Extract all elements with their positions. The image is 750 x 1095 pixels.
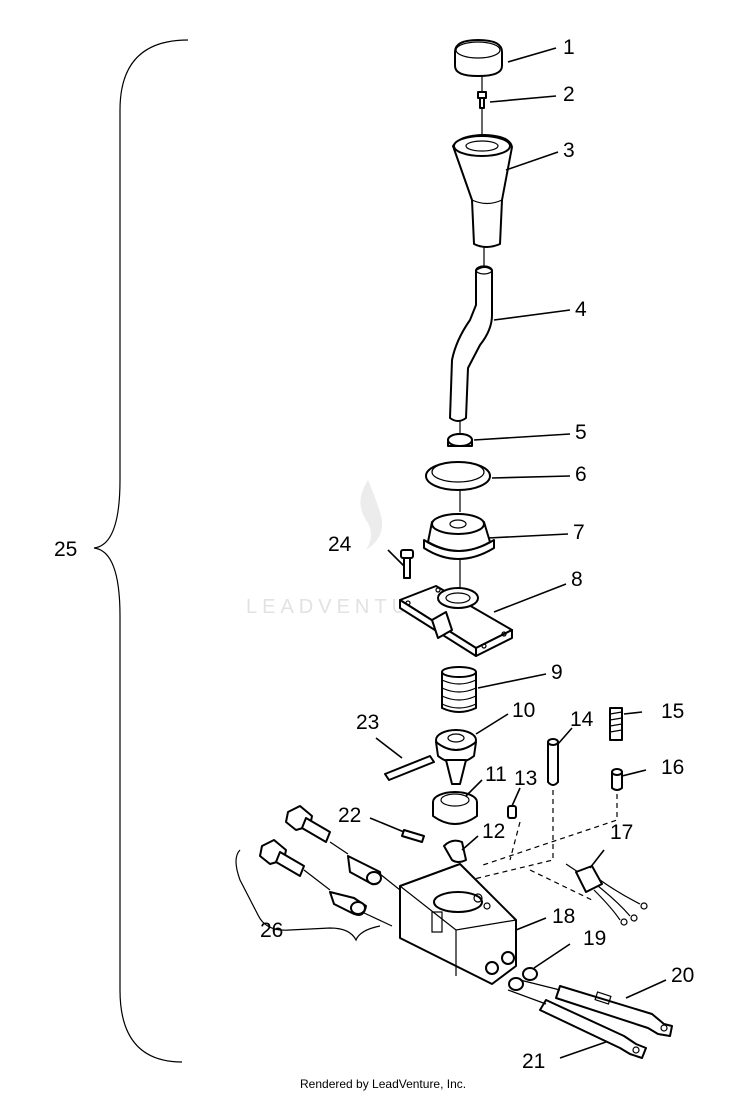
part-16-plunger [611, 768, 623, 791]
callout-22: 22 [338, 804, 361, 827]
callout-11: 11 [485, 763, 507, 786]
callout-13: 13 [514, 767, 537, 790]
callout-2: 2 [563, 83, 575, 106]
callout-26: 26 [260, 919, 283, 942]
callout-20: 20 [671, 964, 694, 987]
part-18-housing [399, 863, 517, 985]
part-2-screw [477, 91, 487, 109]
part-10-pivot [435, 729, 477, 785]
part-12-cam [443, 839, 467, 863]
callout-4: 4 [575, 298, 587, 321]
callout-7: 7 [573, 521, 585, 544]
part-14-dowel [547, 738, 559, 786]
callout-1: 1 [563, 36, 575, 59]
callout-23: 23 [356, 711, 379, 734]
callout-16: 16 [661, 756, 684, 779]
footer-credit: Rendered by LeadVenture, Inc. [300, 1077, 466, 1091]
part-4-shift-lever [449, 265, 493, 422]
callout-8: 8 [571, 568, 583, 591]
callout-numbers: 1 2 3 4 5 6 7 8 9 10 11 12 13 14 15 16 1… [54, 36, 694, 1073]
part-22-pin [401, 829, 425, 843]
part-23-pin [384, 755, 435, 781]
callout-10: 10 [512, 699, 535, 722]
callout-17: 17 [610, 821, 633, 844]
part-11-collar [432, 791, 478, 825]
part-9-spring [441, 666, 477, 713]
callout-5: 5 [575, 421, 587, 444]
callout-6: 6 [575, 463, 587, 486]
callout-15: 15 [661, 700, 684, 723]
callout-14: 14 [570, 708, 594, 731]
callout-12: 12 [482, 820, 505, 843]
part-20-rod [555, 985, 673, 1037]
callout-19: 19 [583, 927, 606, 950]
brace-26 [235, 849, 381, 942]
watermark-text: LEADVENTURE [246, 596, 449, 618]
part-15-spring [609, 707, 623, 741]
watermark: LEADVENTURE [246, 480, 449, 618]
part-1-knob-cap [454, 39, 503, 77]
part-13-screw [507, 805, 517, 819]
part-6-ring [425, 461, 491, 491]
callout-21: 21 [522, 1050, 545, 1073]
part-8-plate [399, 585, 513, 657]
part-5-washer [447, 433, 473, 447]
part-17-switch [565, 863, 648, 926]
part-24-screw [400, 549, 414, 579]
part-3-handle-grip [452, 134, 513, 248]
part-26-bolts [259, 805, 382, 916]
part-21-rod [539, 999, 647, 1059]
leader-lines [369, 47, 667, 1059]
part-7-boot [423, 513, 495, 560]
part-19-washers [508, 967, 538, 991]
brace-25 [93, 39, 189, 1063]
callout-18: 18 [552, 905, 575, 928]
callout-3: 3 [563, 139, 575, 162]
callout-25: 25 [54, 538, 77, 561]
callout-24: 24 [328, 533, 352, 556]
callout-9: 9 [551, 661, 563, 684]
